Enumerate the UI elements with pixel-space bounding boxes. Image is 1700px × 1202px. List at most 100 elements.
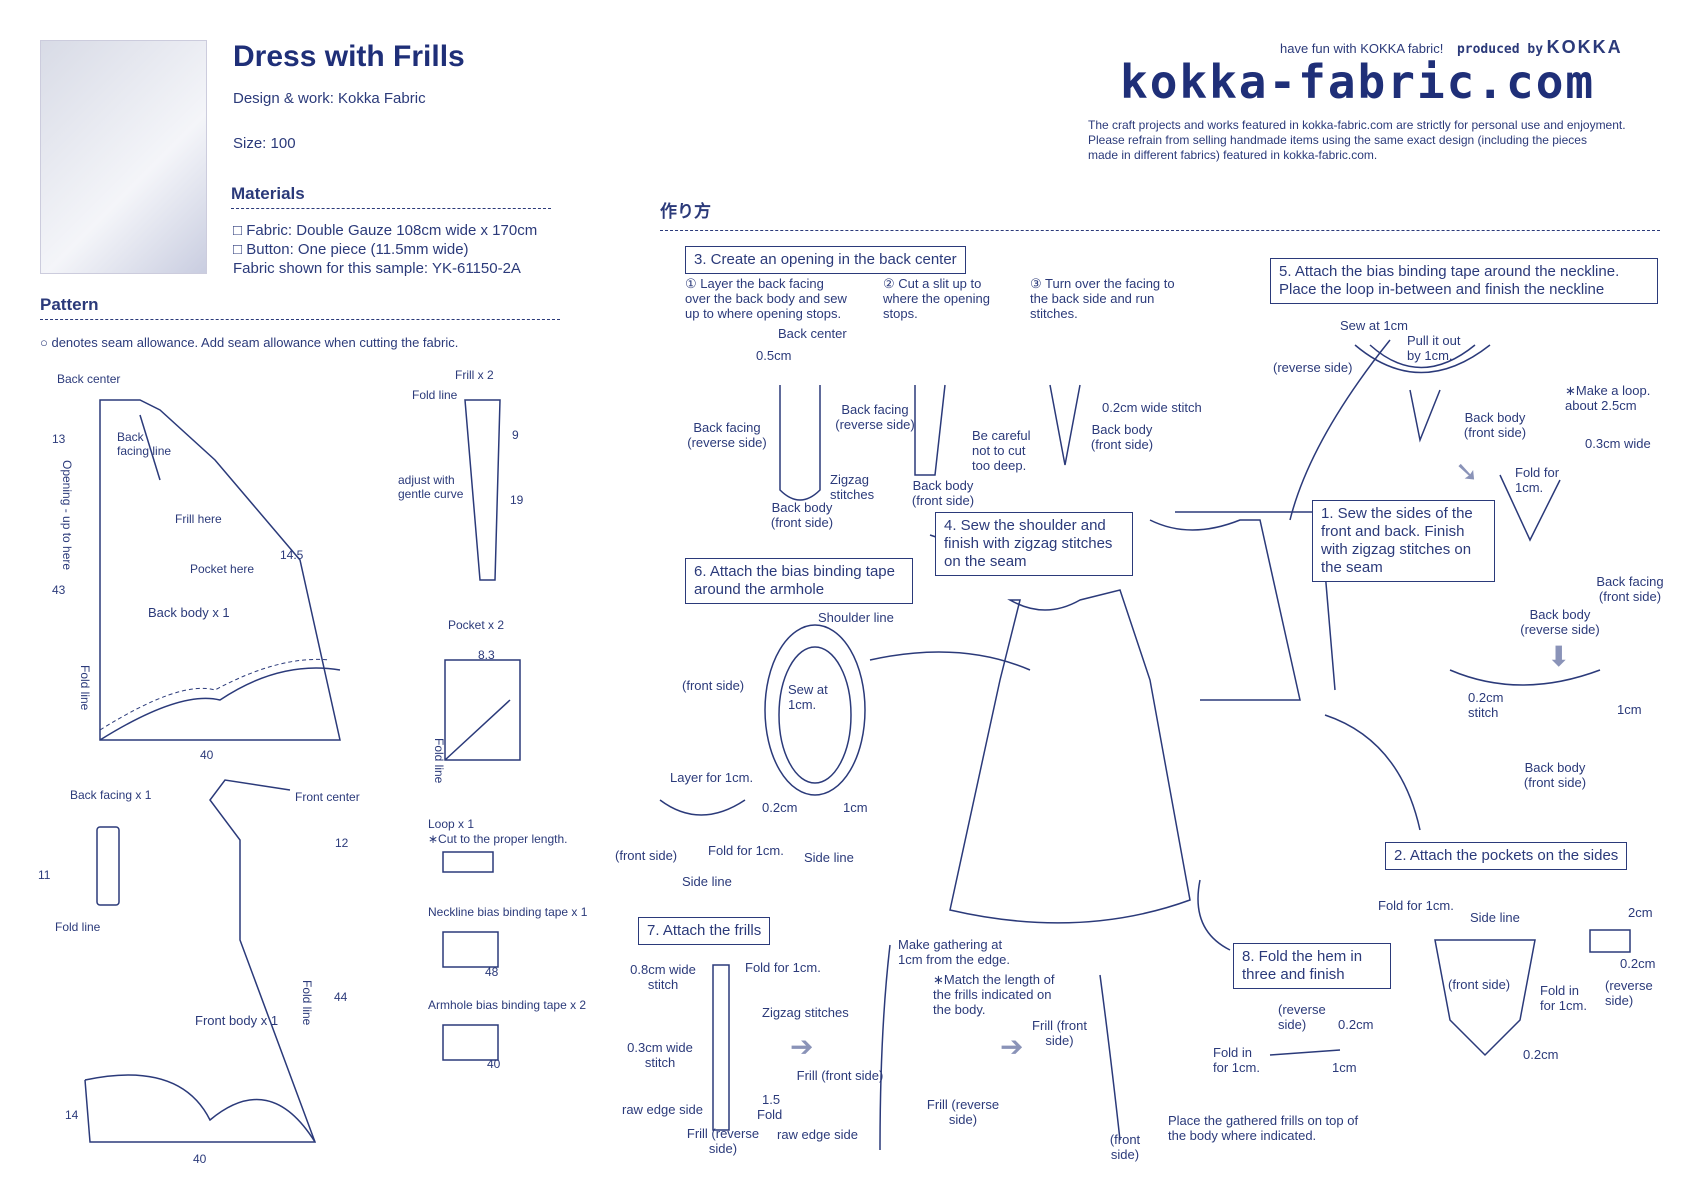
material-button: □ Button: One piece (11.5mm wide): [233, 241, 469, 258]
dim-19: 19: [510, 493, 524, 507]
label-back-body-front3: Back body (front side): [1090, 422, 1154, 452]
dim-12: 12: [335, 836, 349, 850]
label-frill: Frill x 2: [455, 368, 494, 382]
label-frill-fold: Fold line: [412, 388, 458, 402]
label-frill-here: Frill here: [175, 512, 222, 526]
label-place: Place the gathered frills on top of the …: [1168, 1113, 1359, 1143]
label-back-body-front2: Back body (front side): [911, 478, 975, 508]
label-pocket: Pocket x 2: [448, 618, 505, 632]
label-fold-line-front: Fold line: [300, 980, 314, 1026]
step-3c: ③ Turn over the facing to the back side …: [1030, 276, 1175, 321]
step-3a: ① Layer the back facing over the back bo…: [685, 276, 847, 321]
arrow-right-icon-2: ➔: [1000, 1031, 1024, 1062]
label-fold-line-facing: Fold line: [55, 920, 101, 934]
label-loop: Loop x 1: [428, 817, 475, 831]
material-fabric: □ Fabric: Double Gauze 108cm wide x 170c…: [233, 222, 538, 239]
label-zigzag-7: Zigzag stitches: [762, 1005, 849, 1020]
label-1cm-8: 1cm: [1332, 1060, 1357, 1075]
label-front-body: Front body x 1: [195, 1013, 279, 1028]
dim-43: 43: [52, 583, 66, 597]
step-1: 1. Sew the sides of the front and back. …: [1312, 500, 1495, 582]
label-fold-1cm-7: Fold for 1cm.: [745, 960, 821, 975]
label-fold-1cm-5: Fold for 1cm.: [1515, 465, 1560, 495]
tagline: have fun with KOKKA fabric! produced by …: [1280, 37, 1623, 58]
label-back-facing-line: Back facing line: [117, 430, 172, 458]
label-reverse-side-5: (reverse side): [1273, 360, 1353, 375]
dim-40c: 40: [487, 1057, 501, 1071]
label-raw-edge-2: raw edge side: [777, 1127, 858, 1142]
tagline-text: have fun with KOKKA fabric!: [1280, 41, 1444, 56]
label-back-center: Back center: [57, 372, 121, 386]
label-stitch02: 0.2cm stitch: [1468, 690, 1504, 720]
label-wide03b: 0.3cm wide stitch: [627, 1040, 693, 1070]
label-wide-stitch: 0.2cm wide stitch: [1102, 400, 1202, 415]
label-back-body-front: Back body (front side): [770, 500, 834, 530]
howto-heading: 作り方: [660, 197, 1660, 231]
label-front-side-7: (front side): [1109, 1132, 1141, 1162]
dim-13: 13: [52, 432, 66, 446]
label-careful: Be careful not to cut too deep.: [972, 428, 1031, 473]
label-1cm-6: 1cm: [843, 800, 868, 815]
label-back-facing: Back facing x 1: [70, 788, 152, 802]
label-frill-rev2: Frill (reverse side): [926, 1097, 1000, 1127]
label-adjust: adjust with gentle curve: [398, 473, 464, 501]
label-frill-front: Frill (front side): [796, 1068, 884, 1083]
label-sew-at-1cm: Sew at 1cm.: [788, 682, 828, 712]
label-back-facing-rev: Back facing (reverse side): [687, 420, 767, 450]
step-2: 2. Attach the pockets on the sides: [1385, 842, 1628, 870]
label-half-cm: 0.5cm: [756, 348, 792, 363]
label-opening: Opening - up to here: [60, 460, 74, 571]
site-logo: kokka-fabric.com: [1120, 55, 1596, 109]
dim-44: 44: [334, 990, 348, 1004]
label-fold-7: Fold: [757, 1107, 783, 1122]
dim-9: 9: [512, 428, 519, 442]
label-02cm-8: 0.2cm: [1338, 1017, 1374, 1032]
label-pocket-here: Pocket here: [190, 562, 255, 576]
label-side-line-2: Side line: [1470, 910, 1520, 925]
label-shoulder-line: Shoulder line: [818, 610, 894, 625]
label-back-center-s3: Back center: [778, 326, 847, 341]
dim-11: 11: [38, 868, 51, 882]
label-02cm-2: 0.2cm: [1523, 1047, 1559, 1062]
label-arm-tape: Armhole bias binding tape x 2: [428, 998, 587, 1012]
step-7: 7. Attach the frills: [638, 917, 771, 945]
label-fold-1cm-2: Fold for 1cm.: [1378, 898, 1454, 913]
label-gather: Make gathering at 1cm from the edge.: [898, 937, 1010, 967]
design-credit: Design & work: Kokka Fabric: [233, 90, 426, 107]
label-sew-1cm: Sew at 1cm: [1340, 318, 1408, 333]
size-info: Size: 100: [233, 135, 296, 152]
label-side-line-6: Side line: [804, 850, 854, 865]
kokka-logo: KOKKA: [1546, 37, 1623, 57]
dim-83: 8.3: [478, 648, 495, 662]
label-pocket-fold: Fold line: [432, 738, 446, 784]
label-match: ∗Match the length of the frills indicate…: [933, 972, 1055, 1017]
label-fold-in-8: Fold in for 1cm.: [1213, 1045, 1260, 1075]
arrow-down-icon: ➘: [1455, 456, 1479, 487]
label-loop-note: ∗Cut to the proper length.: [428, 832, 568, 846]
label-fold-1cm-6: Fold for 1cm.: [708, 843, 784, 858]
step-8: 8. Fold the hem in three and finish: [1233, 943, 1391, 989]
dress-photo: [40, 40, 207, 274]
label-front-side-2: (front side): [1448, 977, 1511, 992]
label-side-line-6b: Side line: [682, 874, 732, 889]
material-sample: Fabric shown for this sample: YK-61150-2…: [233, 260, 521, 277]
step-4: 4. Sew the shoulder and finish with zigz…: [935, 512, 1133, 576]
label-fold-line-back: Fold line: [78, 665, 92, 711]
label-back-body: Back body x 1: [148, 605, 230, 620]
step-3: 3. Create an opening in the back center: [685, 246, 966, 274]
label-wide03: 0.3cm wide: [1585, 436, 1651, 451]
label-back-facing-rev2: Back facing (reverse side): [835, 402, 915, 432]
label-02cm-2b: 0.2cm: [1620, 956, 1656, 971]
notice-2: Please refrain from selling handmade ite…: [1088, 133, 1587, 147]
label-02cm-6: 0.2cm: [762, 800, 798, 815]
materials-heading: Materials: [231, 184, 551, 209]
label-front-center: Front center: [295, 790, 360, 804]
pattern-note: ○ denotes seam allowance. Add seam allow…: [40, 335, 459, 350]
notice-1: The craft projects and works featured in…: [1088, 118, 1626, 132]
label-reverse-side-2: (reverse side): [1605, 978, 1653, 1008]
label-back-facing-front: Back facing (front side): [1596, 574, 1664, 604]
label-frill-front-2: Frill (front side): [1032, 1018, 1087, 1048]
label-1cm-5: 1cm: [1617, 702, 1642, 717]
label-back-body-front-6: Back body (front side): [1523, 760, 1587, 790]
label-pull-out: Pull it out by 1cm.: [1407, 333, 1461, 363]
